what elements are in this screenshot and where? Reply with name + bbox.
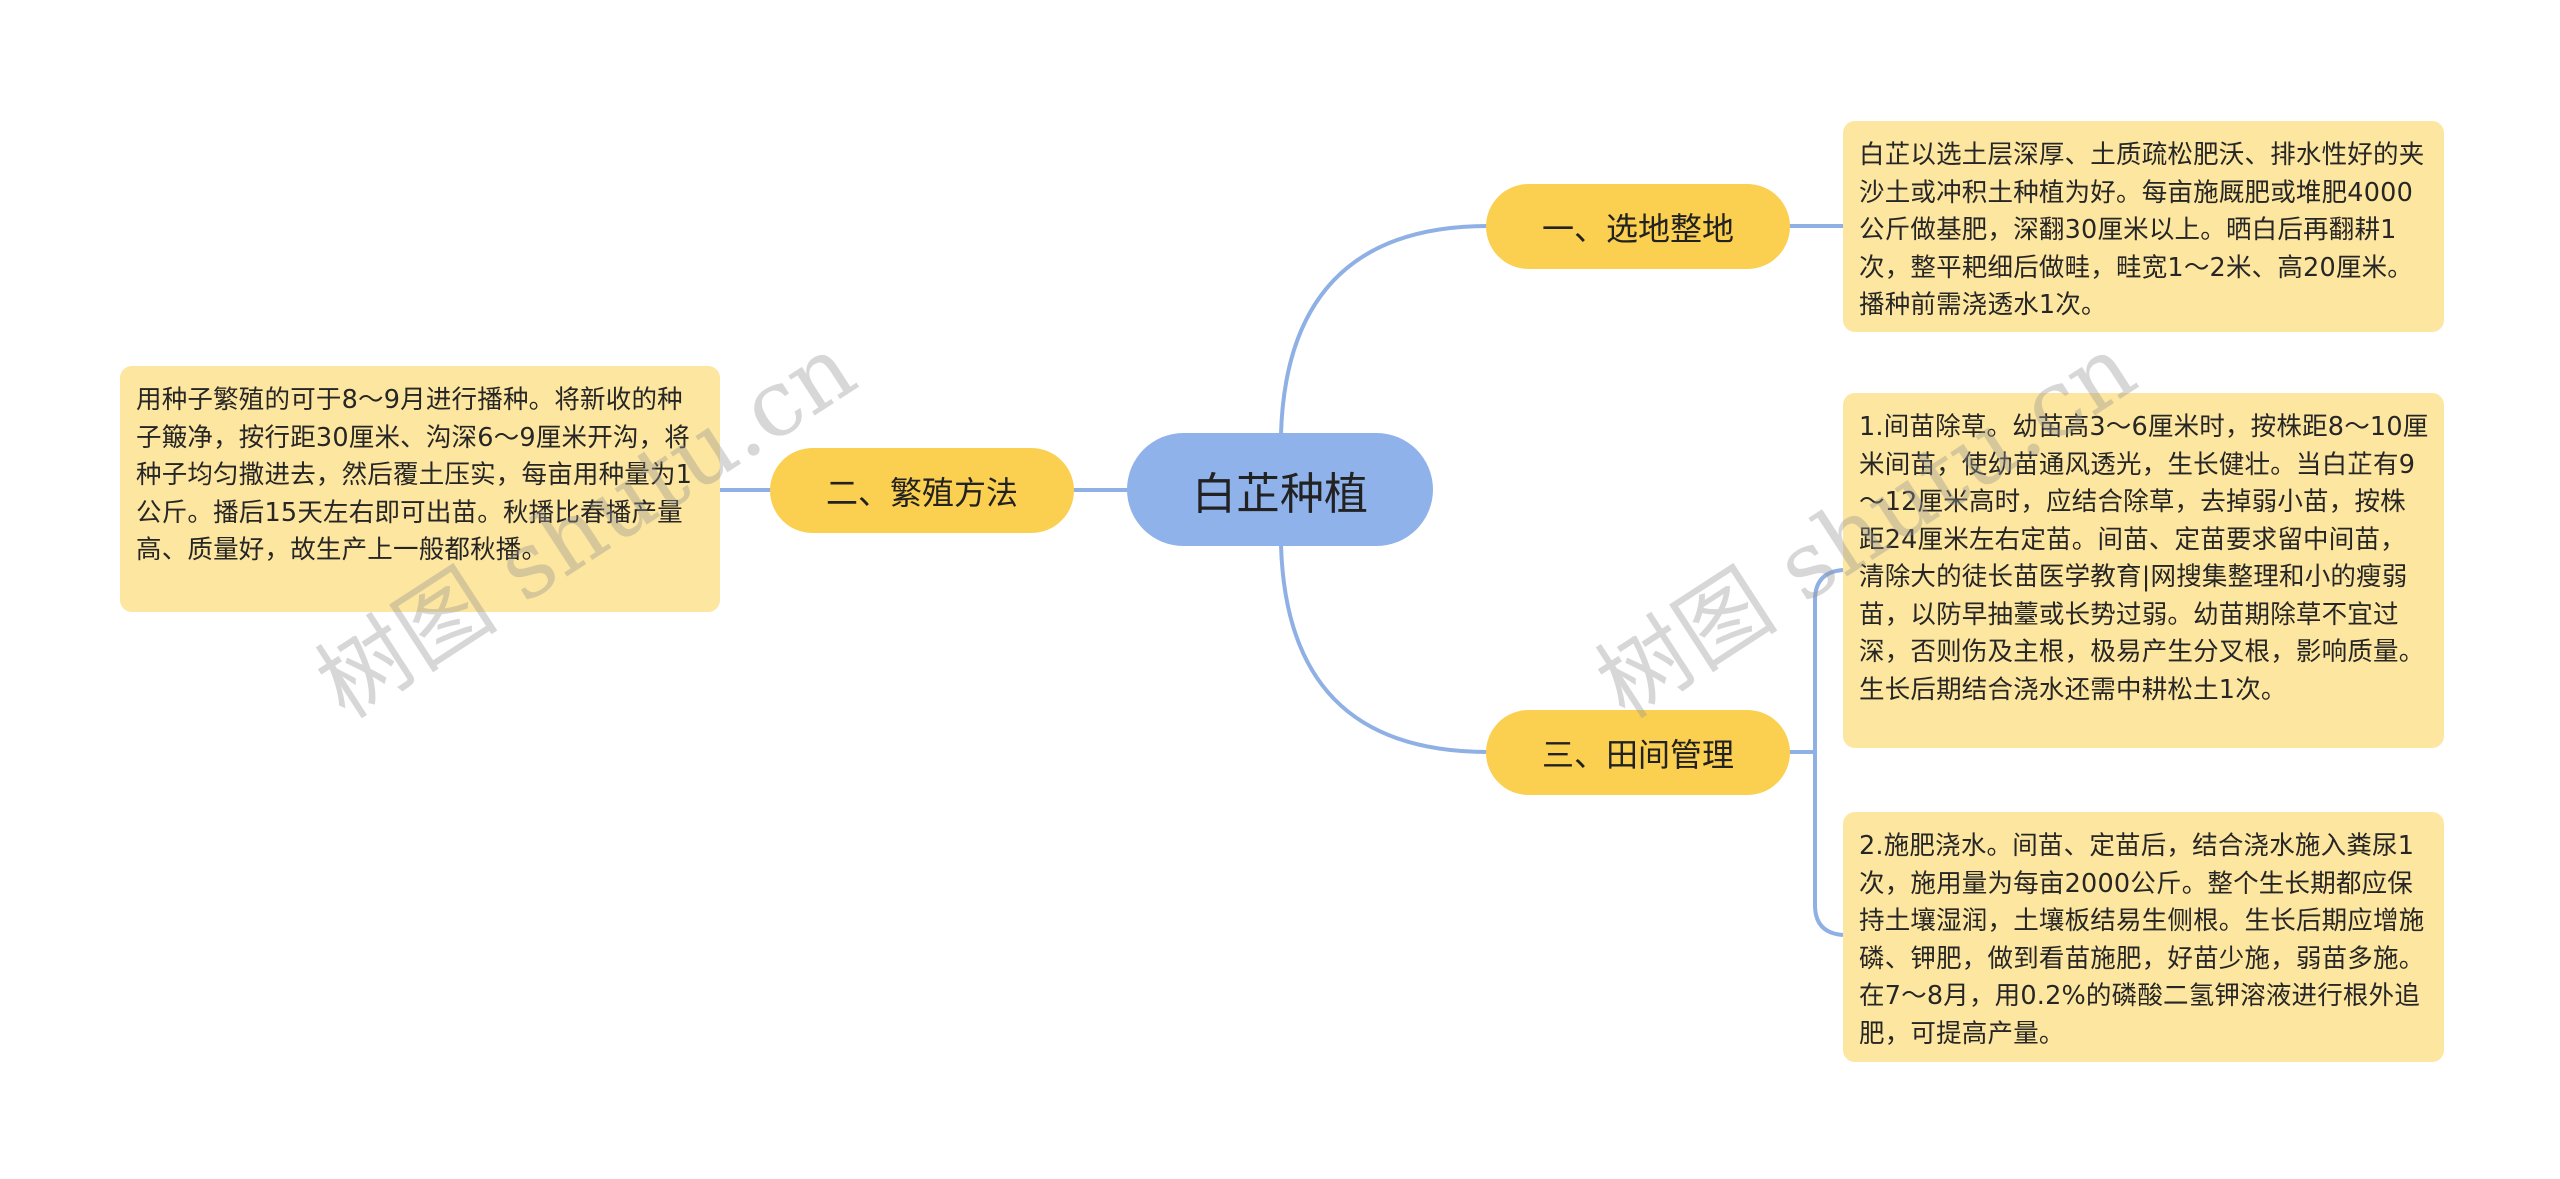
- branch-label: 二、繁殖方法: [825, 473, 1018, 512]
- root-node[interactable]: 白芷种植: [1127, 433, 1433, 546]
- leaf-node-propagation[interactable]: 用种子繁殖的可于8～9月进行播种。将新收的种子簸净，按行距30厘米、沟深6～9厘…: [120, 366, 720, 612]
- branch-node-propagation[interactable]: 二、繁殖方法: [770, 448, 1074, 533]
- branch-label: 一、选地整地: [1541, 209, 1734, 248]
- leaf-text: 白芷以选土层深厚、土质疏松肥沃、排水性好的夹沙土或冲积土种植为好。每亩施厩肥或堆…: [1859, 140, 2425, 320]
- leaf-text: 1.间苗除草。幼苗高3～6厘米时，按株距8～10厘米间苗，使幼苗通风透光，生长健…: [1859, 412, 2429, 705]
- leaf-text: 用种子繁殖的可于8～9月进行播种。将新收的种子簸净，按行距30厘米、沟深6～9厘…: [136, 385, 693, 565]
- link-root-branch-1: [1279, 224, 1489, 435]
- leaf-text: 2.施肥浇水。间苗、定苗后，结合浇水施入粪尿1次，施用量为每亩2000公斤。整个…: [1859, 831, 2425, 1049]
- branch-node-site-preparation[interactable]: 一、选地整地: [1486, 184, 1790, 269]
- link-root-branch-3: [1279, 544, 1489, 754]
- leaf-node-fertilizing-watering[interactable]: 2.施肥浇水。间苗、定苗后，结合浇水施入粪尿1次，施用量为每亩2000公斤。整个…: [1843, 812, 2444, 1062]
- link-branch-3-leaf-2: [1813, 752, 1844, 937]
- leaf-node-thinning-weeding[interactable]: 1.间苗除草。幼苗高3～6厘米时，按株距8～10厘米间苗，使幼苗通风透光，生长健…: [1843, 393, 2444, 748]
- root-label: 白芷种植: [1192, 468, 1368, 520]
- branch-label: 三、田间管理: [1541, 735, 1734, 774]
- link-branch-3-leaf-1: [1813, 568, 1844, 752]
- leaf-node-site-preparation[interactable]: 白芷以选土层深厚、土质疏松肥沃、排水性好的夹沙土或冲积土种植为好。每亩施厩肥或堆…: [1843, 121, 2444, 332]
- branch-node-field-management[interactable]: 三、田间管理: [1486, 710, 1790, 795]
